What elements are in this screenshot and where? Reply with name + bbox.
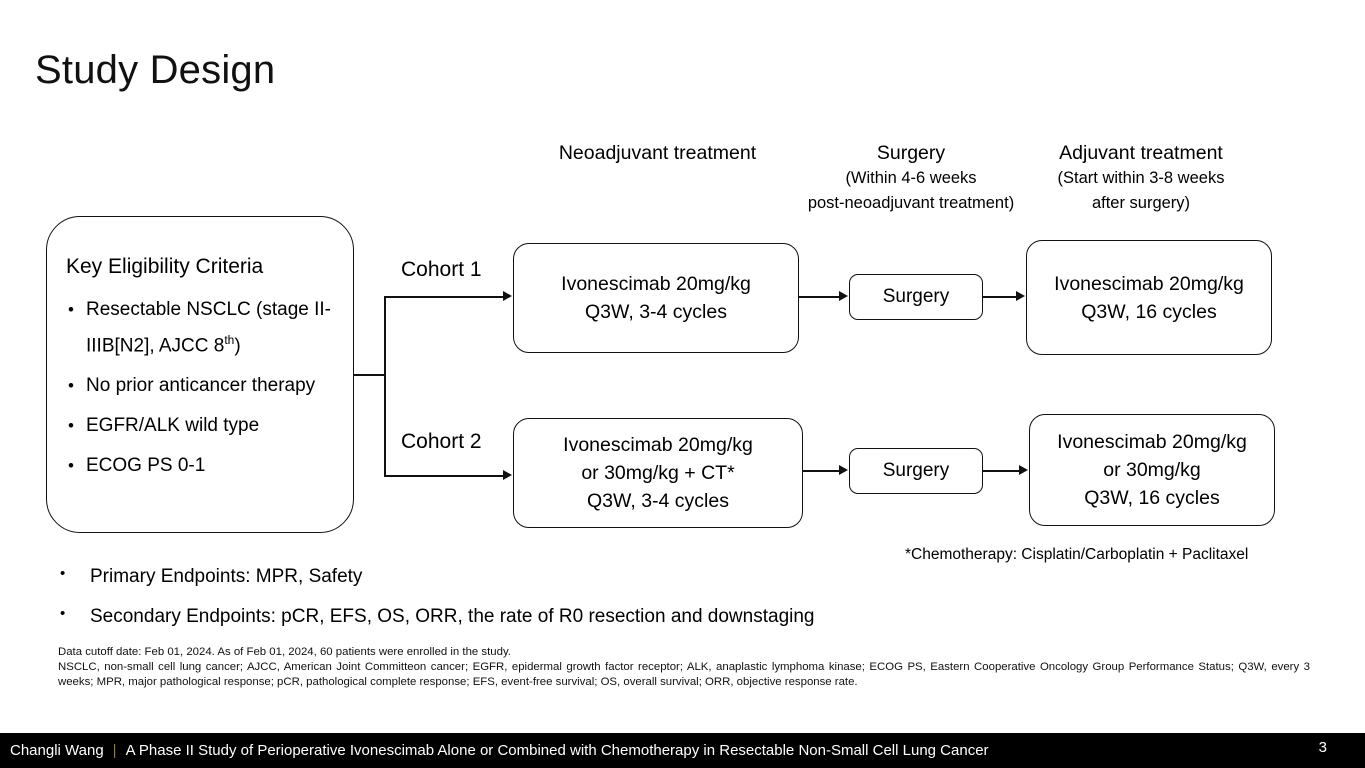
arrowhead-cohort2: [503, 470, 512, 480]
fineprint-block: Data cutoff date: Feb 01, 2024. As of Fe…: [58, 645, 1310, 691]
column-header-adjuvant-sub2: after surgery): [1091, 194, 1191, 212]
connector-vertical-split: [384, 296, 386, 476]
connector-cohort1-arm: [384, 296, 504, 298]
column-header-neoadjuvant: Neoadjuvant treatment: [495, 141, 820, 166]
footer-content: Changli Wang | A Phase II Study of Periope…: [10, 742, 989, 759]
eligibility-item-1-prefix: Resectable NSCLC (stage II-IIIB[N2], AJC…: [86, 299, 331, 357]
data-cutoff-note: Data cutoff date: Feb 01, 2024. As of Fe…: [58, 646, 511, 658]
cohort-2-adjuvant-box: Ivonescimab 20mg/kg or 30mg/kg Q3W, 16 c…: [1029, 414, 1275, 526]
endpoints-list: Primary Endpoints: MPR, Safety Secondary…: [55, 565, 1055, 646]
connector-surgery2-to-adjuvant: [983, 470, 1019, 472]
arrowhead-neo1-surgery: [839, 291, 848, 301]
column-header-adjuvant: Adjuvant treatment (Start within 3-8 wee…: [1035, 141, 1247, 216]
eligibility-item-1-suffix: ): [234, 335, 241, 357]
column-header-adjuvant-main: Adjuvant treatment: [1059, 142, 1223, 164]
cohort-2-neoadjuvant-box: Ivonescimab 20mg/kg or 30mg/kg + CT* Q3W…: [513, 418, 803, 528]
cohort-1-adjuvant-line2: Q3W, 16 cycles: [1081, 300, 1217, 323]
chemotherapy-footnote: *Chemotherapy: Cisplatin/Carboplatin + P…: [905, 546, 1249, 563]
cohort-1-surgery-label: Surgery: [882, 286, 950, 307]
list-item: Resectable NSCLC (stage II-IIIB[N2], AJC…: [66, 295, 356, 361]
cohort-2-surgery-label: Surgery: [882, 460, 950, 481]
footer-separator: |: [112, 742, 117, 759]
page-number: 3: [1318, 739, 1327, 756]
cohort-2-label: Cohort 2: [401, 430, 482, 453]
column-header-adjuvant-sub1: (Start within 3-8 weeks: [1057, 169, 1225, 187]
connector-neo1-to-surgery: [799, 296, 840, 298]
column-header-surgery-main: Surgery: [876, 142, 946, 164]
list-item: No prior anticancer therapy: [66, 371, 356, 401]
arrowhead-surgery1-adjuvant: [1016, 291, 1025, 301]
cohort-1-adjuvant-line1: Ivonescimab 20mg/kg: [1054, 272, 1244, 295]
footer-study-title: A Phase II Study of Perioperative Ivones…: [125, 742, 989, 759]
list-item: EGFR/ALK wild type: [66, 411, 356, 441]
column-header-surgery: Surgery (Within 4-6 weeks post-neoadjuva…: [780, 141, 1042, 216]
cohort-1-surgery-box: Surgery: [849, 274, 983, 320]
column-header-neoadjuvant-main: Neoadjuvant treatment: [558, 142, 757, 164]
cohort-1-neoadjuvant-line2: Q3W, 3-4 cycles: [585, 301, 727, 323]
cohort-2-adjuvant-line3: Q3W, 16 cycles: [1084, 487, 1220, 509]
cohort-1-adjuvant-box: Ivonescimab 20mg/kg Q3W, 16 cycles: [1026, 240, 1272, 355]
secondary-endpoints: Secondary Endpoints: pCR, EFS, OS, ORR, …: [55, 605, 1055, 628]
list-item: ECOG PS 0-1: [66, 451, 356, 481]
cohort-1-neoadjuvant-box: Ivonescimab 20mg/kg Q3W, 3-4 cycles: [513, 243, 799, 353]
arrowhead-cohort1: [503, 291, 512, 301]
eligibility-criteria-title: Key Eligibility Criteria: [66, 255, 264, 278]
column-header-surgery-sub2: post-neoadjuvant treatment): [807, 194, 1015, 212]
primary-endpoints: Primary Endpoints: MPR, Safety: [55, 565, 1055, 588]
cohort-2-surgery-box: Surgery: [849, 448, 983, 494]
cohort-2-neoadjuvant-line3: Q3W, 3-4 cycles: [587, 490, 729, 512]
connector-surgery1-to-adjuvant: [983, 296, 1016, 298]
footer-author: Changli Wang: [10, 742, 104, 759]
cohort-2-adjuvant-line1: Ivonescimab 20mg/kg: [1057, 431, 1247, 453]
cohort-1-label: Cohort 1: [401, 258, 482, 281]
footer-bar: Changli Wang | A Phase II Study of Periope…: [0, 733, 1365, 768]
page-title: Study Design: [35, 48, 276, 92]
column-header-surgery-sub1: (Within 4-6 weeks: [845, 169, 977, 187]
connector-cohort2-arm: [384, 475, 504, 477]
connector-neo2-to-surgery: [803, 470, 840, 472]
arrowhead-neo2-surgery: [839, 465, 848, 475]
cohort-2-neoadjuvant-line2: or 30mg/kg + CT*: [581, 462, 735, 484]
cohort-2-adjuvant-line2: or 30mg/kg: [1103, 459, 1201, 481]
eligibility-item-1-superscript: th: [224, 333, 235, 347]
abbreviations-note: NSCLC, non-small cell lung cancer; AJCC,…: [58, 661, 1310, 689]
eligibility-criteria-list: Resectable NSCLC (stage II-IIIB[N2], AJC…: [66, 295, 356, 491]
cohort-2-neoadjuvant-line1: Ivonescimab 20mg/kg: [563, 434, 753, 456]
arrowhead-surgery2-adjuvant: [1019, 465, 1028, 475]
cohort-1-neoadjuvant-line1: Ivonescimab 20mg/kg: [561, 273, 751, 295]
connector-stem: [354, 374, 386, 376]
